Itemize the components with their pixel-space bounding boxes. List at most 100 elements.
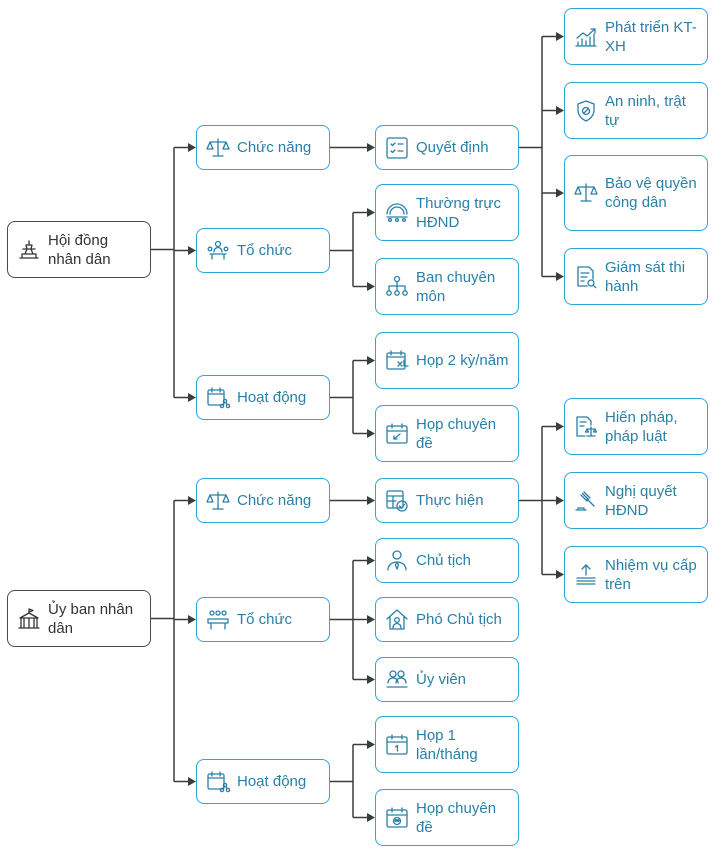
calendar-x4-icon (384, 348, 410, 374)
calendar-one-icon (384, 732, 410, 758)
calendar-people-icon (384, 805, 410, 831)
node-nghi-quyet-hdnd[interactable]: Nghị quyết HĐND (564, 472, 708, 529)
node-hdnd-chuc-nang[interactable]: Chức năng (196, 125, 330, 170)
leader-icon (384, 548, 410, 574)
node-label: An ninh, trật tự (605, 92, 686, 129)
calendar-share-icon (205, 769, 231, 795)
council-building-icon (16, 237, 42, 263)
arrowhead (556, 422, 564, 431)
node-ban-chuyen-mon[interactable]: Ban chuyên môn (375, 258, 519, 315)
arrowhead (188, 246, 196, 255)
meeting-table-icon (205, 607, 231, 633)
government-building-icon (16, 606, 42, 632)
gavel-icon (573, 488, 599, 514)
node-hdnd-to-chuc[interactable]: Tổ chức (196, 228, 330, 273)
node-label: Ủy ban nhân dân (48, 600, 134, 637)
node-hop-1-lan[interactable]: Họp 1 lần/tháng (375, 716, 519, 773)
node-label: Phát triển KT-XH (605, 18, 697, 55)
table-check-icon (384, 488, 410, 514)
node-label: Hoạt động (237, 773, 307, 790)
node-label: Tổ chức (237, 242, 293, 259)
law-document-icon (573, 414, 599, 440)
node-bao-ve-quyen-cong-dan[interactable]: Bảo vệ quyền công dân (564, 155, 708, 231)
arrowhead (367, 282, 375, 291)
node-ubnd-chuc-nang[interactable]: Chức năng (196, 478, 330, 523)
calendar-arrow-icon (384, 421, 410, 447)
node-label: Họp chuyên đề (416, 415, 497, 452)
arrowhead (367, 556, 375, 565)
arrowhead (367, 143, 375, 152)
house-person-icon (384, 607, 410, 633)
arrowhead (367, 429, 375, 438)
node-thuong-truc-hdnd[interactable]: Thường trực HĐND (375, 184, 519, 241)
members-icon (384, 667, 410, 693)
arrowhead (367, 208, 375, 217)
arrowhead (367, 740, 375, 749)
node-hop-2-ky[interactable]: Họp 2 kỳ/năm (375, 332, 519, 389)
arrowhead (367, 675, 375, 684)
node-label: Nhiệm vụ cấp trên (605, 556, 697, 593)
shield-icon (573, 98, 599, 124)
arrowhead (367, 496, 375, 505)
node-label: Chức năng (237, 139, 312, 156)
arrowhead (556, 188, 564, 198)
node-label: Hoạt động (237, 389, 307, 406)
node-label: Bảo vệ quyền công dân (605, 175, 697, 211)
scales-icon (573, 180, 599, 206)
node-phat-trien-kt-xh[interactable]: Phát triển KT-XH (564, 8, 708, 65)
node-ubnd-hop-chuyen-de[interactable]: Họp chuyên đề (375, 789, 519, 846)
node-uy-vien[interactable]: Ủy viên (375, 657, 519, 702)
arrowhead (367, 813, 375, 822)
node-ubnd-hoat-dong[interactable]: Hoạt động (196, 759, 330, 804)
node-label: Ủy viên (416, 671, 467, 688)
arrowhead (188, 777, 196, 786)
arrowhead (556, 570, 564, 579)
checklist-icon (384, 135, 410, 161)
arrowhead (367, 356, 375, 365)
node-quyet-dinh[interactable]: Quyết định (375, 125, 519, 170)
node-nhiem-vu-cap-tren[interactable]: Nhiệm vụ cấp trên (564, 546, 708, 603)
node-hdnd-hop-chuyen-de[interactable]: Họp chuyên đề (375, 405, 519, 462)
arrowhead (188, 143, 196, 152)
node-pho-chu-tich[interactable]: Phó Chủ tịch (375, 597, 519, 642)
node-label: Họp 2 kỳ/năm (416, 352, 509, 369)
node-label: Hội đồng nhân dân (48, 231, 111, 268)
node-hoi-dong-nhan-dan[interactable]: Hội đồng nhân dân (7, 221, 151, 278)
growth-chart-icon (573, 24, 599, 50)
arrowhead (556, 496, 564, 505)
node-thuc-hien[interactable]: Thực hiện (375, 478, 519, 523)
node-label: Chủ tịch (416, 552, 472, 569)
node-chu-tich[interactable]: Chủ tịch (375, 538, 519, 583)
node-label: Thực hiện (416, 492, 484, 509)
node-ubnd-to-chuc[interactable]: Tổ chức (196, 597, 330, 642)
arrowhead (556, 106, 564, 115)
node-label: Phó Chủ tịch (416, 611, 502, 628)
scales-icon (205, 488, 231, 514)
arrowhead (188, 615, 196, 624)
meeting-table-icon (205, 238, 231, 264)
org-network-icon (384, 274, 410, 300)
arrowhead (367, 615, 375, 624)
assembly-icon (384, 200, 410, 226)
node-label: Tổ chức (237, 611, 293, 628)
node-label: Hiến pháp, pháp luật (605, 408, 678, 445)
node-label: Nghị quyết HĐND (605, 482, 677, 519)
arrowhead (188, 393, 196, 402)
scales-icon (205, 135, 231, 161)
node-label: Thường trực HĐND (416, 194, 501, 231)
node-label: Họp chuyên đề (416, 799, 497, 836)
calendar-share-icon (205, 385, 231, 411)
node-giam-sat-thi-hanh[interactable]: Giám sát thi hành (564, 248, 708, 305)
upload-stack-icon (573, 562, 599, 588)
arrowhead (188, 496, 196, 505)
inspect-document-icon (573, 264, 599, 290)
node-hdnd-hoat-dong[interactable]: Hoạt động (196, 375, 330, 420)
node-an-ninh-trat-tu[interactable]: An ninh, trật tự (564, 82, 708, 139)
node-hien-phap-phap-luat[interactable]: Hiến pháp, pháp luật (564, 398, 708, 455)
node-label: Ban chuyên môn (416, 268, 496, 305)
arrowhead (556, 32, 564, 41)
node-uy-ban-nhan-dan[interactable]: Ủy ban nhân dân (7, 590, 151, 647)
arrowhead (556, 272, 564, 281)
